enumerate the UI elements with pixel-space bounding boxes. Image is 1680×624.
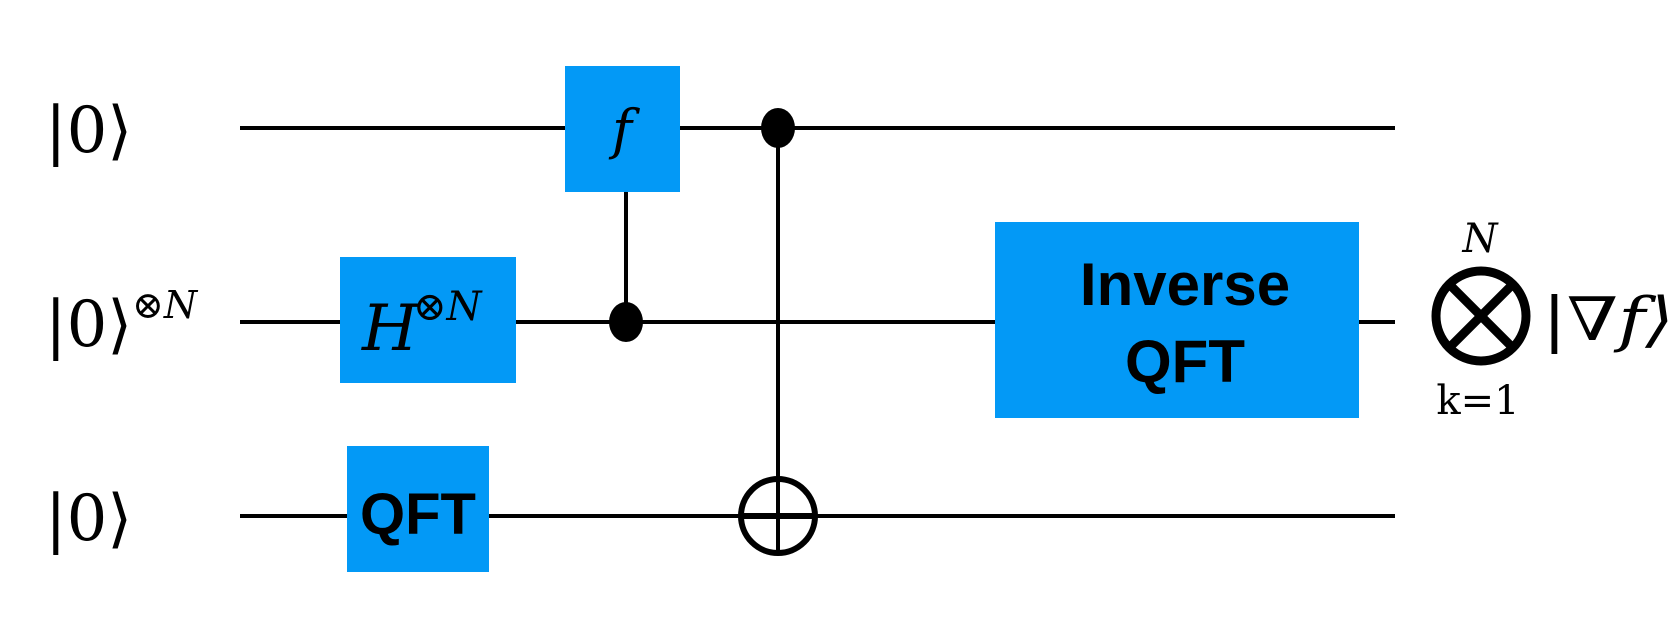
tensor-product-icon bbox=[1431, 266, 1531, 366]
input-label-middle-power: ⊗N bbox=[132, 283, 199, 327]
input-label-middle: |0⟩ bbox=[45, 288, 132, 362]
tensor-upper-limit: N bbox=[1462, 216, 1500, 262]
input-label-bottom: |0⟩ bbox=[45, 482, 132, 556]
f-gate bbox=[565, 66, 680, 192]
inverse-qft-label-line1: Inverse bbox=[1080, 251, 1290, 318]
qft-gate-label: QFT bbox=[360, 482, 476, 547]
hadamard-gate-power: ⊗N bbox=[413, 284, 484, 330]
input-label-top: |0⟩ bbox=[45, 94, 132, 168]
inverse-qft-label-line2: QFT bbox=[1125, 328, 1245, 395]
tensor-lower-limit: k=1 bbox=[1436, 378, 1519, 424]
output-state: |∇f⟩ bbox=[1542, 285, 1674, 355]
tensor-product-cross-b bbox=[1446, 281, 1516, 351]
qft-gate bbox=[347, 446, 489, 572]
cnot-control-dot-icon bbox=[761, 108, 795, 148]
hadamard-gate-label: H bbox=[361, 292, 419, 366]
control-dot-icon bbox=[609, 302, 643, 342]
hadamard-gate bbox=[340, 257, 516, 383]
inverse-qft-gate bbox=[995, 222, 1359, 418]
